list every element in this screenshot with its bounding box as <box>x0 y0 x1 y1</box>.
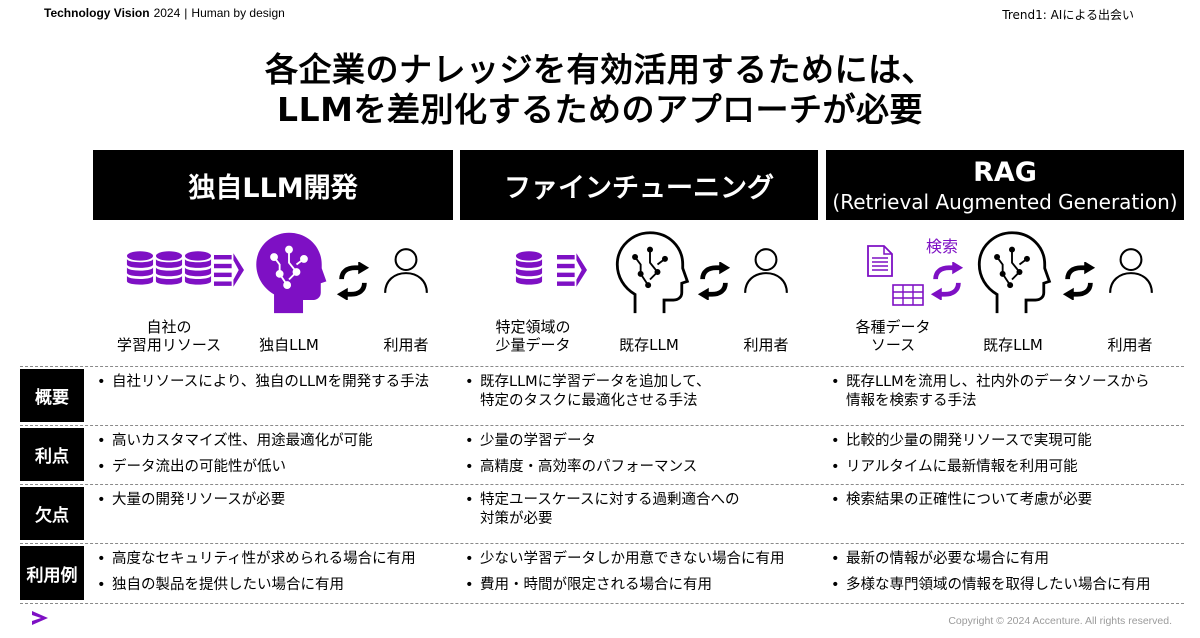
bullet-item: 比較的少量の開発リソースで実現可能 <box>826 432 1182 451</box>
bullet-item: データ流出の可能性が低い <box>92 458 452 477</box>
database-icon <box>515 251 543 285</box>
bullet-item: 検索結果の正確性について考慮が必要 <box>826 491 1182 510</box>
table-cell: 大量の開発リソースが必要 <box>92 491 452 510</box>
trend-label: Trend1: AIによる出会い <box>1002 8 1134 22</box>
accenture-logo <box>32 611 48 625</box>
brand-name: Technology Vision <box>44 6 150 20</box>
caption-model: 既存LLM <box>619 336 679 354</box>
row-divider <box>20 543 1184 544</box>
header-subtitle: Human by design <box>191 6 285 20</box>
row-label-advantages: 利点 <box>20 428 84 481</box>
table-cell: 既存LLMに学習データを追加して、 特定のタスクに最適化させる手法 <box>460 373 818 411</box>
search-label: 検索 <box>926 237 959 256</box>
bullet-item: 高精度・高効率のパフォーマンス <box>460 458 818 477</box>
table-cell: 少量の学習データ高精度・高効率のパフォーマンス <box>460 432 818 477</box>
caption-user: 利用者 <box>743 336 789 354</box>
title-line-1: 各企業のナレッジを有効活用するためには、 <box>265 50 935 89</box>
bullet-item: 自社リソースにより、独自のLLMを開発する手法 <box>92 373 452 392</box>
bullet-item: 独自の製品を提供したい場合に有用 <box>92 576 452 595</box>
caption-source: 自社の 学習用リソース <box>116 318 222 354</box>
row-divider <box>20 484 1184 485</box>
table-cell: 高いカスタマイズ性、用途最適化が可能データ流出の可能性が低い <box>92 432 452 477</box>
table-cell: 比較的少量の開発リソースで実現可能リアルタイムに最新情報を利用可能 <box>826 432 1182 477</box>
bullet-item: 既存LLMに学習データを追加して、 特定のタスクに最適化させる手法 <box>460 373 818 411</box>
table-cell: 検索結果の正確性について考慮が必要 <box>826 491 1182 510</box>
column-header-custom-llm: 独自LLM開発 <box>93 150 453 220</box>
column-subtitle: (Retrieval Augmented Generation) <box>832 189 1178 214</box>
refresh-arrows-icon <box>928 262 966 300</box>
table-cell: 自社リソースにより、独自のLLMを開発する手法 <box>92 373 452 392</box>
arrows-right-icon <box>557 253 587 287</box>
row-label-disadvantages: 欠点 <box>20 487 84 540</box>
table-cell: 高度なセキュリティ性が求められる場合に有用独自の製品を提供したい場合に有用 <box>92 550 452 595</box>
table-cell: 最新の情報が必要な場合に有用多様な専門領域の情報を取得したい場合に有用 <box>826 550 1182 595</box>
bullet-item: 特定ユースケースに対する過剰適合への 対策が必要 <box>460 491 818 529</box>
table-cell: 少ない学習データしか用意できない場合に有用費用・時間が限定される場合に有用 <box>460 550 818 595</box>
bullet-item: 既存LLMを流用し、社内外のデータソースから 情報を検索する手法 <box>826 373 1182 411</box>
database-icon <box>126 251 212 285</box>
top-bar: Technology Vision 2024 | Human by design <box>44 6 285 20</box>
bullet-item: 費用・時間が限定される場合に有用 <box>460 576 818 595</box>
row-label-overview: 概要 <box>20 369 84 422</box>
title-line-2: LLMを差別化するためのアプローチが必要 <box>277 90 923 129</box>
swap-arrows-icon <box>334 262 372 300</box>
caption-user: 利用者 <box>1107 336 1153 354</box>
bullet-item: 少量の学習データ <box>460 432 818 451</box>
table-cell: 特定ユースケースに対する過剰適合への 対策が必要 <box>460 491 818 529</box>
caption-model: 既存LLM <box>983 336 1043 354</box>
column-header-fine-tuning: ファインチューニング <box>460 150 818 220</box>
caption-source: 特定領域の 少量データ <box>495 318 571 354</box>
user-icon <box>384 248 428 294</box>
user-icon <box>744 248 788 294</box>
swap-arrows-icon <box>1060 262 1098 300</box>
brain-head-icon <box>972 229 1052 315</box>
bullet-item: 高度なセキュリティ性が求められる場合に有用 <box>92 550 452 569</box>
copyright: Copyright © 2024 Accenture. All rights r… <box>948 615 1172 627</box>
column-title: ファインチューニング <box>504 172 774 204</box>
table-icon <box>892 284 924 306</box>
bullet-item: 多様な専門領域の情報を取得したい場合に有用 <box>826 576 1182 595</box>
table-cell: 既存LLMを流用し、社内外のデータソースから 情報を検索する手法 <box>826 373 1182 411</box>
brain-head-icon <box>610 229 690 315</box>
document-icon <box>867 245 893 277</box>
caption-user: 利用者 <box>383 336 429 354</box>
caption-model: 独自LLM <box>259 336 319 354</box>
row-divider <box>20 603 1184 604</box>
bullet-item: 高いカスタマイズ性、用途最適化が可能 <box>92 432 452 451</box>
arrows-right-icon <box>214 253 244 287</box>
row-divider <box>20 366 1184 367</box>
header-separator: | <box>184 6 188 20</box>
brain-head-icon <box>249 229 329 315</box>
row-label-use-cases: 利用例 <box>20 546 84 600</box>
bullet-item: 最新の情報が必要な場合に有用 <box>826 550 1182 569</box>
brand-year: 2024 <box>153 6 181 20</box>
bullet-item: 少ない学習データしか用意できない場合に有用 <box>460 550 818 569</box>
swap-arrows-icon <box>695 262 733 300</box>
user-icon <box>1109 248 1153 294</box>
bullet-item: リアルタイムに最新情報を利用可能 <box>826 458 1182 477</box>
column-title: 独自LLM開発 <box>188 172 358 204</box>
bullet-item: 大量の開発リソースが必要 <box>92 491 452 510</box>
caption-source: 各種データ ソース <box>855 318 931 354</box>
page-title: 各企業のナレッジを有効活用するためには、 LLMを差別化するためのアプローチが必… <box>0 50 1200 130</box>
row-divider <box>20 425 1184 426</box>
column-title: RAG <box>973 156 1037 188</box>
column-header-rag: RAG (Retrieval Augmented Generation) <box>826 150 1184 220</box>
